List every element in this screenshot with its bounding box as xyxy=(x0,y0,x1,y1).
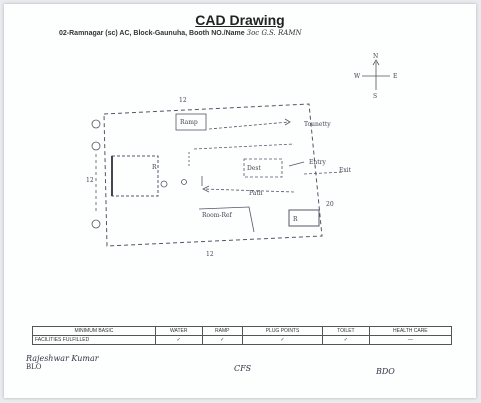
ramp-label: Ramp xyxy=(180,119,198,126)
dim-top: 12 xyxy=(179,97,187,104)
check-cell: — xyxy=(368,335,453,345)
compass-north: N xyxy=(373,53,378,60)
facility-cell: RAMP xyxy=(201,326,243,336)
check-cell: ✓ xyxy=(154,335,203,345)
toilet-label: Tounetty xyxy=(304,121,331,128)
bottom-room xyxy=(198,206,255,233)
bdo-signature: BDO xyxy=(376,367,395,376)
left-wall-symbols xyxy=(91,119,187,229)
facility-cell: WATER xyxy=(154,326,203,336)
center-room xyxy=(243,158,283,178)
center-room-label: Dest xyxy=(247,165,261,172)
blo-signature: Rajeshwar Kumar BLO xyxy=(26,354,99,371)
path-label: Path xyxy=(249,190,263,197)
entry-label: Entry xyxy=(309,159,327,166)
dim-bottom: 12 xyxy=(206,251,214,258)
facility-cell: HEALTH CARE xyxy=(368,326,453,336)
dim-right: 20 xyxy=(326,201,334,208)
document-sheet: CAD Drawing 02-Ramnagar (sc) AC, Block-G… xyxy=(4,4,476,398)
facilities-table: MINIMUM BASIC WATER RAMP PLUG POINTS TOI… xyxy=(32,326,453,345)
check-cell: ✓ xyxy=(241,335,324,345)
booth-info-text: 02-Ramnagar (sc) AC, Block-Gaunuha, Boot… xyxy=(59,30,245,37)
ramp-box xyxy=(175,113,207,131)
facilities-fulfilled-row: FACILITIES FULFILLED ✓ ✓ ✓ ✓ — xyxy=(32,335,453,345)
cfs-signature: CFS xyxy=(234,364,252,373)
exit-label: Exit xyxy=(339,167,352,174)
cad-sketch: N E W S 12 12 12 20 Ramp R Dest R Room-R… xyxy=(86,53,397,258)
booth-info-line: 02-Ramnagar (sc) AC, Block-Gaunuha, Boot… xyxy=(59,29,302,37)
facility-cell: MINIMUM BASIC xyxy=(32,326,156,336)
right-room xyxy=(288,209,320,227)
facilities-header-row: MINIMUM BASIC WATER RAMP PLUG POINTS TOI… xyxy=(32,326,453,336)
left-room xyxy=(111,155,159,197)
facility-cell: PLUG POINTS xyxy=(241,326,324,336)
compass-rose xyxy=(362,59,390,90)
r-left-label: R xyxy=(152,164,157,171)
bottom-room-label: Room-Ref xyxy=(202,212,233,219)
blo-label: BLO xyxy=(26,363,42,371)
compass-east: E xyxy=(393,73,397,80)
facility-cell: TOILET xyxy=(322,326,370,336)
dim-left: 12 xyxy=(86,177,94,184)
blo-signature-scribble: Rajeshwar Kumar xyxy=(26,354,99,363)
booth-name-handwritten: 3oc G.S. RAMN xyxy=(246,29,302,37)
r-right-label: R xyxy=(293,216,298,223)
boundary-outline xyxy=(103,103,323,247)
compass-south: S xyxy=(373,93,377,100)
page-title: CAD Drawing xyxy=(195,12,285,28)
walk-path-arrows xyxy=(188,118,345,193)
compass-west: W xyxy=(354,73,361,80)
fulfilled-label: FACILITIES FULFILLED xyxy=(32,335,156,345)
check-cell: ✓ xyxy=(201,335,243,345)
check-cell: ✓ xyxy=(322,335,370,345)
